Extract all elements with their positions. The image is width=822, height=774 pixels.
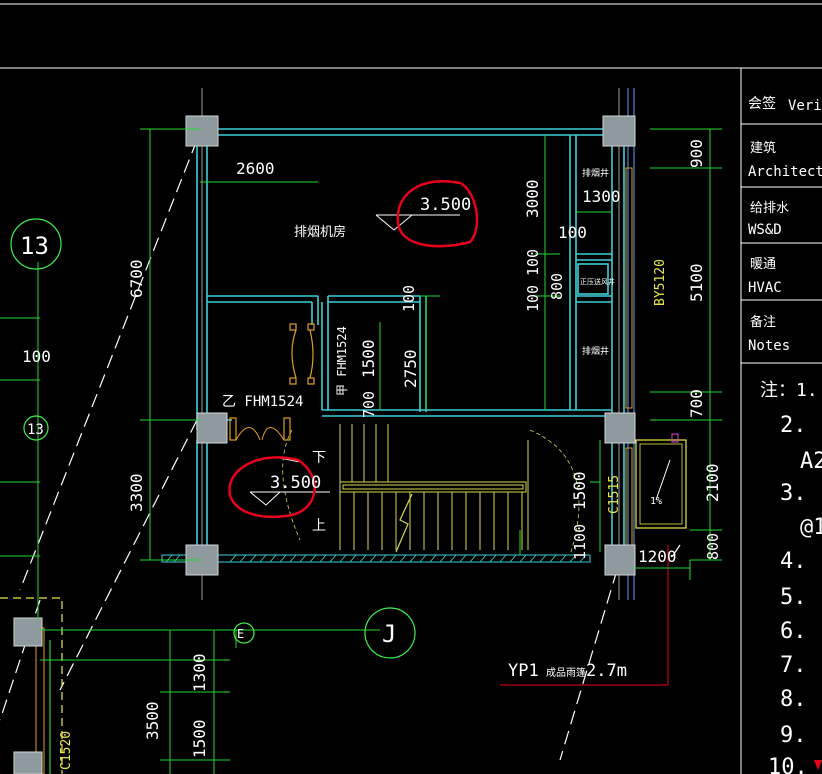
dim-left-6700: 6700 (127, 259, 146, 298)
tb-notes-cn: 备注 (750, 314, 776, 330)
tb-verify-en: Verifed (788, 98, 822, 114)
title-block: 会签 Verifed 建筑 Architecture 给排水 WS&D 暖通 H… (748, 95, 822, 774)
elevation-symbols (249, 214, 460, 506)
dim-v-100a: 100 (558, 223, 587, 242)
tb-note-5: 5. (780, 585, 807, 610)
tb-note-2: 2. (780, 413, 807, 438)
window-strip-right (625, 167, 633, 547)
dim-lower-1300: 1300 (190, 653, 209, 692)
dim-stair-1100: 1100 (571, 524, 589, 560)
dimension-texts: 2600 1300 3000 100 100 800 100 100 2750 … (22, 139, 722, 758)
axis-label-e: E (237, 627, 244, 641)
tb-note-8: 8. (780, 687, 807, 712)
slope-percent: 1% (650, 496, 662, 507)
tb-note-lead: 注：1. (760, 380, 818, 401)
tb-verify-cn: 会签 (748, 95, 776, 112)
dim-v-100-door: 100 (400, 285, 418, 312)
sheet-frame (0, 3, 822, 774)
dim-v-2750: 2750 (401, 349, 420, 388)
dimension-lines (0, 128, 722, 774)
dim-right-700: 700 (687, 389, 706, 418)
dim-v-1500: 1500 (359, 339, 378, 378)
tb-hvac-en: HVAC (748, 280, 782, 296)
dim-stair-1500: 1500 (570, 471, 589, 510)
tb-note-3: 3. (780, 481, 807, 506)
dim-right-2100: 2100 (703, 463, 722, 502)
doors (229, 323, 315, 441)
elevation-texts: 3.500 3.500 (270, 195, 471, 493)
dim-top-2600: 2600 (236, 159, 275, 178)
dim-lower-3500: 3500 (143, 701, 162, 740)
tb-note-4: 4. (780, 549, 807, 574)
door-label-jia: 甲 FHM1524 (335, 326, 349, 396)
window-label-c1515: C1515 (607, 475, 622, 514)
tb-hvac-cn: 暖通 (750, 257, 776, 272)
tb-note-frag-3: @1 (800, 515, 822, 540)
red-markups (228, 180, 479, 519)
shaft-label-3: 排烟井 (582, 345, 609, 357)
axis-label-13: 13 (20, 232, 49, 260)
door-label-yi: 乙 FHM1524 (222, 394, 303, 410)
dim-v-100b: 100 (524, 249, 542, 276)
axis-label-13b: 13 (27, 422, 44, 438)
tb-wsd-en: WS&D (748, 222, 782, 238)
tb-notes-en: Notes (748, 338, 790, 354)
stair-up-label: 上 (312, 518, 326, 534)
shaft-label-2: 正压送风井 (580, 277, 615, 286)
tb-note-6: 6. (780, 619, 807, 644)
shaft-label-1: 排烟井 (582, 167, 609, 179)
tb-arch-en: Architecture (748, 164, 822, 180)
dim-left-100: 100 (22, 347, 51, 366)
room-name-label: 排烟机房 (294, 224, 346, 240)
dim-right-800: 800 (704, 533, 722, 560)
bottom-slab (161, 554, 591, 563)
red-triangle-marker (814, 760, 822, 770)
axis-label-j: J (382, 620, 396, 648)
tb-wsd-cn: 给排水 (750, 201, 789, 216)
axis-bubbles (10, 218, 416, 659)
canopy-desc: 成品雨篷 (546, 666, 586, 679)
columns (13, 115, 636, 774)
dim-right-900: 900 (687, 139, 706, 168)
dim-v-100c: 100 (524, 285, 542, 312)
dim-lower-1500: 1500 (190, 719, 209, 758)
plan-labels: 排烟机房 排烟井 正压送风井 排烟井 甲 FHM1524 乙 FHM1524 C… (20, 167, 668, 770)
dim-v-700: 700 (360, 391, 378, 418)
elevation-room: 3.500 (420, 195, 471, 215)
window-label-c1520: C1520 (59, 731, 74, 770)
tb-note-frag-2: A2 (800, 449, 822, 474)
canopy-length: 2.7m (586, 661, 627, 681)
stair-landing-arc (282, 429, 580, 556)
tb-note-7: 7. (780, 653, 807, 678)
bay-label: BY5120 (653, 259, 668, 306)
dim-left-3300: 3300 (127, 473, 146, 512)
dim-bottom-1200: 1200 (638, 547, 677, 566)
canopy-label: YP1 (508, 661, 539, 681)
dim-v-3000: 3000 (523, 179, 542, 218)
tb-note-10: 10. (768, 755, 808, 774)
elevation-stair: 3.500 (270, 473, 321, 493)
tb-note-9: 9. (780, 723, 807, 748)
dim-right-5100: 5100 (687, 263, 706, 302)
axis-grid-lines (201, 88, 635, 600)
dim-top-1300: 1300 (582, 187, 621, 206)
walls (196, 128, 625, 560)
tb-arch-cn: 建筑 (750, 140, 776, 156)
stair-down-label: 下 (312, 450, 326, 466)
dim-v-800: 800 (548, 273, 566, 300)
stair (339, 424, 529, 553)
